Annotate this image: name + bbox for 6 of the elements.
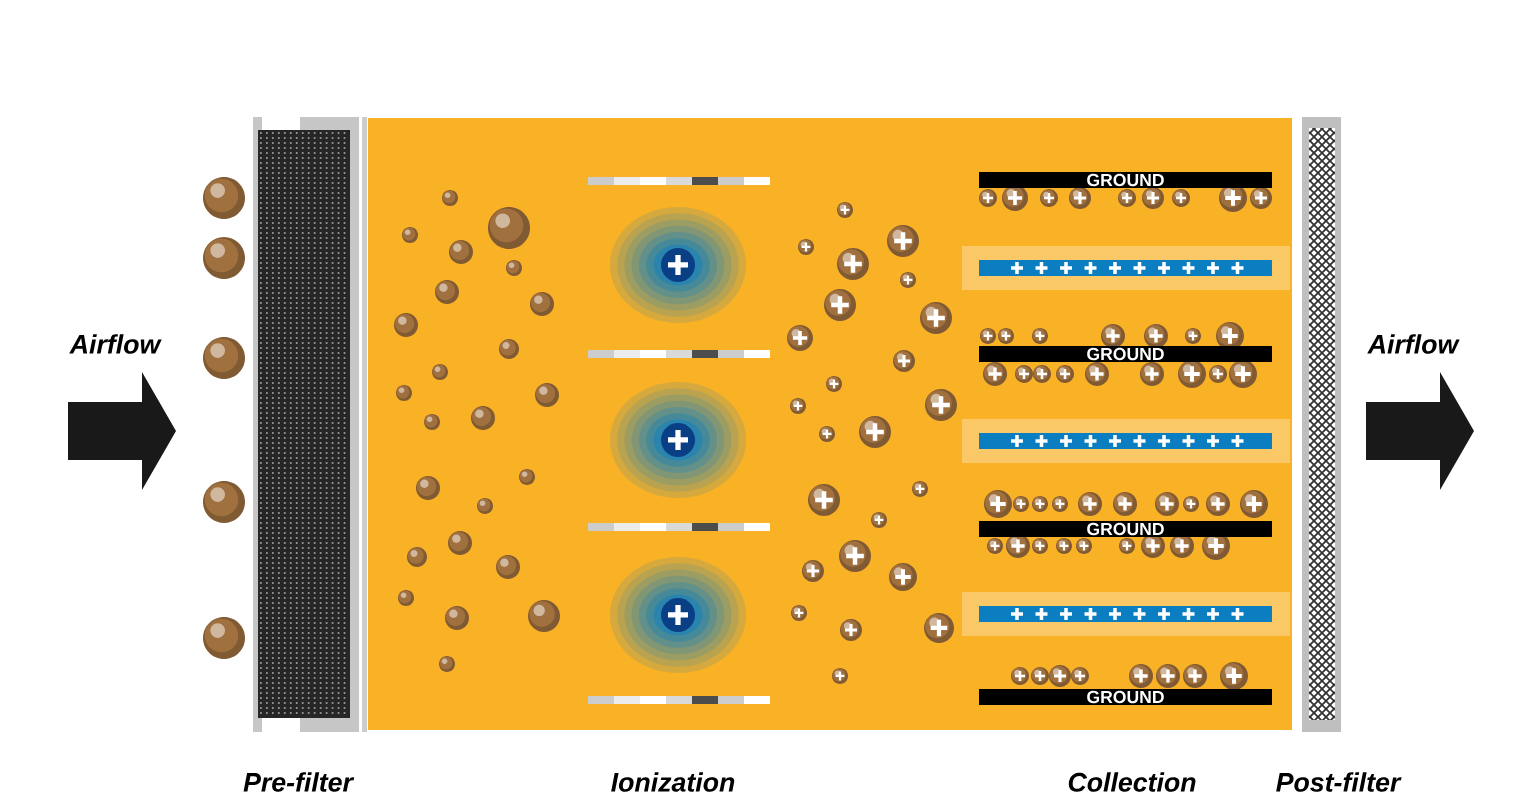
airflow-label: Airflow <box>69 334 162 354</box>
section-label: Pre-filter <box>243 772 355 792</box>
section-label: Collection <box>1068 772 1196 792</box>
airflow-label: Airflow <box>1367 334 1460 354</box>
section-label: Ionization <box>611 772 735 792</box>
section-label: Post-filter <box>1276 772 1402 792</box>
